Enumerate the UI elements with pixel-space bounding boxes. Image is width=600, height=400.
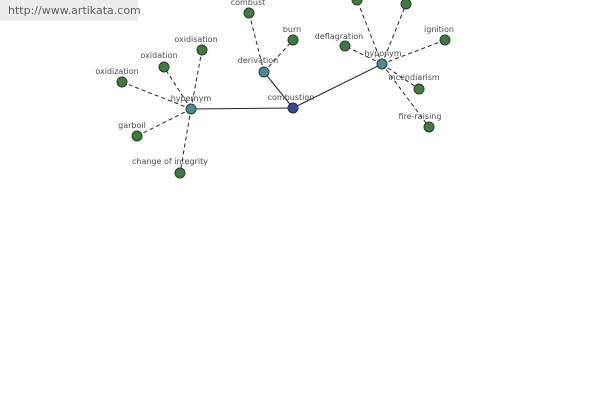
edge-hypernym-oxidisation <box>190 49 203 110</box>
label-change-of-integrity: change of integrity <box>132 157 208 166</box>
node-oxidization[interactable] <box>116 76 128 88</box>
label-incendiarism: incendiarism <box>388 73 440 82</box>
node-oxidisation[interactable] <box>196 44 208 56</box>
node-ignition[interactable] <box>439 34 451 46</box>
edge-hypernym-oxidization <box>121 81 192 110</box>
node-combustion[interactable] <box>287 102 299 114</box>
edge-hypernym-garboil <box>136 108 192 137</box>
edge-hyponym-top-1 <box>356 0 383 65</box>
edge-hyponym-top-2 <box>381 3 407 65</box>
node-incendiarism[interactable] <box>413 83 425 95</box>
node-burn[interactable] <box>287 34 299 46</box>
node-hyponym[interactable] <box>376 58 388 70</box>
edge-hypernym-change-of-integrity <box>179 108 192 174</box>
label-burn: burn <box>283 25 301 34</box>
node-deflagration[interactable] <box>339 40 351 52</box>
edge-hyponym-ignition <box>381 39 446 65</box>
node-hypernym[interactable] <box>185 103 197 115</box>
label-deflagration: deflagration <box>315 32 364 41</box>
node-garboil[interactable] <box>131 130 143 142</box>
node-hyponym-top-2[interactable] <box>400 0 412 10</box>
node-combust[interactable] <box>243 7 255 19</box>
edge-derivation-burn <box>263 39 294 73</box>
label-ignition: ignition <box>424 25 454 34</box>
label-hypernym: hypernym <box>171 94 212 103</box>
node-oxidation[interactable] <box>158 61 170 73</box>
label-oxidisation: oxidisation <box>174 35 217 44</box>
node-change-of-integrity[interactable] <box>174 167 186 179</box>
label-oxidization: oxidization <box>95 67 138 76</box>
node-fire-raising[interactable] <box>423 121 435 133</box>
label-combustion: combustion <box>268 93 315 102</box>
label-fire-raising: fire-raising <box>399 112 442 121</box>
node-derivation[interactable] <box>258 66 270 78</box>
label-combust: combust <box>231 0 266 7</box>
label-hyponym: hyponym <box>364 49 402 58</box>
label-garboil: garboil <box>118 121 146 130</box>
node-hyponym-top-1[interactable] <box>351 0 363 6</box>
source-link[interactable]: http://www.artikata.com <box>0 0 141 21</box>
edge-derivation-combust <box>248 12 265 73</box>
edge-center-derivation <box>263 71 294 109</box>
edge-hyponym-fire-raising <box>381 63 430 128</box>
edge-hypernym-oxidation <box>163 66 192 110</box>
label-oxidation: oxidation <box>141 51 178 60</box>
edge-hyponym-incendiarism <box>381 63 420 90</box>
edge-center-hypernym <box>190 107 294 110</box>
edge-center-hyponym <box>292 63 383 109</box>
label-derivation: derivation <box>238 56 278 65</box>
